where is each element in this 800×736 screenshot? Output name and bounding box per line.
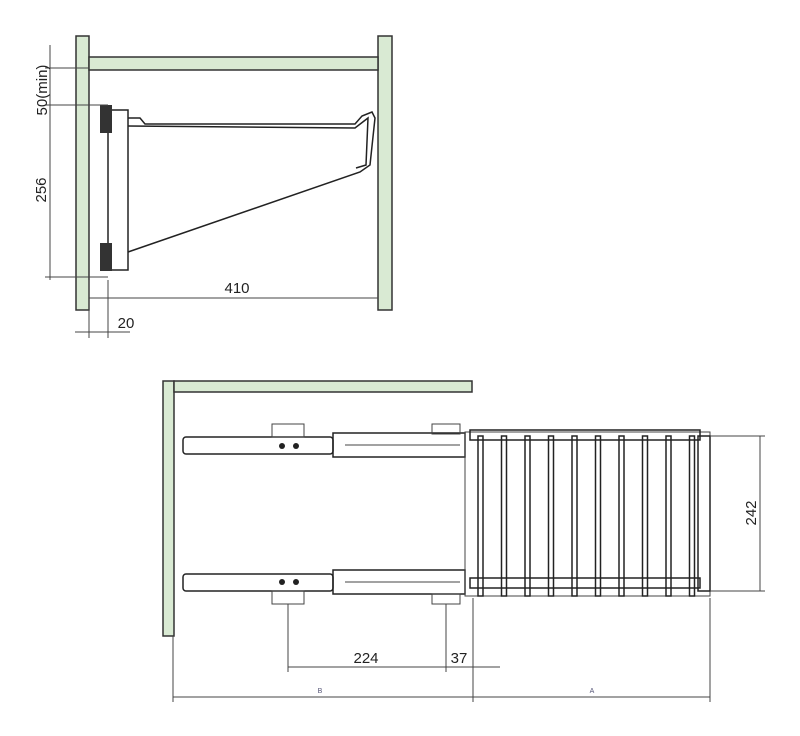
basket-bar bbox=[500, 435, 508, 597]
basket-bar bbox=[665, 435, 672, 597]
basket bbox=[464, 429, 711, 597]
dim-rail-mount: 224 bbox=[353, 650, 378, 667]
basket-bar bbox=[594, 435, 602, 597]
basket-bar bbox=[477, 435, 484, 597]
basket-bar bbox=[524, 435, 531, 597]
dim-width: 242 bbox=[743, 500, 760, 525]
rail-bottom bbox=[182, 569, 466, 605]
top-panel-2 bbox=[173, 380, 473, 393]
basket-bar bbox=[618, 435, 625, 597]
right-panel bbox=[377, 35, 393, 311]
top-view: 242 224 37 B A bbox=[162, 380, 765, 702]
side-panel bbox=[162, 380, 175, 637]
side-view: 50(min) 256 410 20 bbox=[33, 35, 393, 338]
rail-top bbox=[182, 423, 466, 458]
dim-clearance: 50(min) bbox=[34, 65, 51, 116]
dim-offset: 20 bbox=[118, 315, 135, 332]
dim-b: B bbox=[318, 688, 323, 695]
basket-bar bbox=[571, 435, 578, 597]
dim-height: 256 bbox=[33, 177, 50, 202]
basket-bar bbox=[641, 435, 649, 597]
dim-depth: 410 bbox=[224, 280, 249, 297]
dim-a: A bbox=[590, 688, 595, 695]
left-panel bbox=[75, 35, 90, 311]
basket-bar bbox=[547, 435, 555, 597]
dim-front-offset: 37 bbox=[451, 650, 468, 667]
top-panel bbox=[88, 56, 379, 71]
bracket bbox=[100, 105, 376, 271]
basket-bar bbox=[688, 435, 696, 597]
